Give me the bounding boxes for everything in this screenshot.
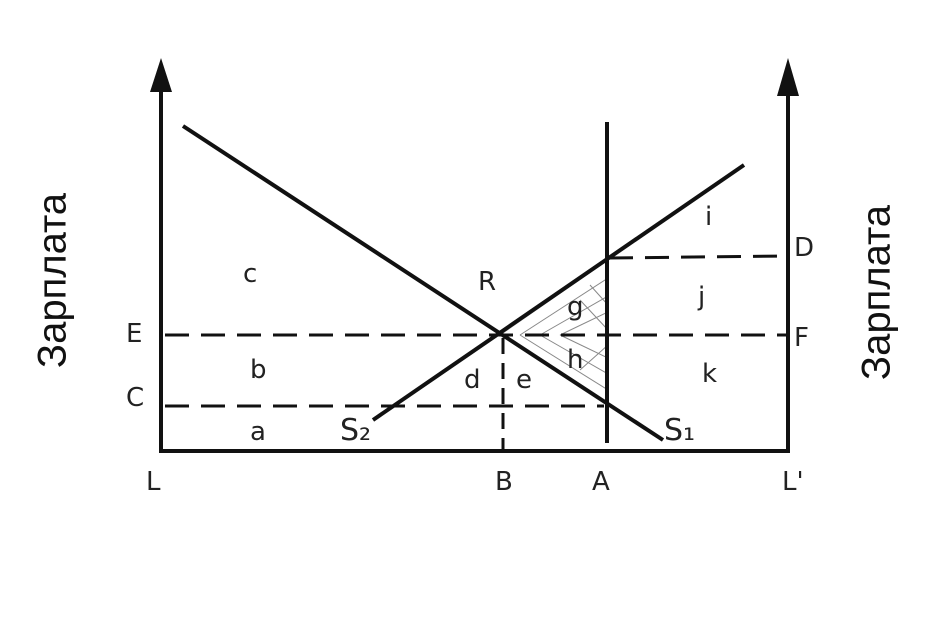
curve-s1 xyxy=(181,124,665,442)
label-wage-c: C xyxy=(126,383,144,413)
label-curve-s1: S₁ xyxy=(664,413,695,448)
label-curve-s2: S₂ xyxy=(340,413,371,448)
area-label-g: g xyxy=(567,292,584,322)
label-point-a: A xyxy=(592,467,610,497)
area-label-c: c xyxy=(243,259,257,289)
label-wage-f: F xyxy=(794,323,809,353)
label-wage-d: D xyxy=(794,233,814,263)
area-label-i: i xyxy=(705,202,712,232)
area-label-e: e xyxy=(516,365,532,395)
curve-s2 xyxy=(371,163,746,422)
area-label-k: k xyxy=(702,359,717,389)
area-label-j: j xyxy=(697,282,705,312)
label-origin-right: L' xyxy=(782,467,804,497)
area-label-a: a xyxy=(250,417,266,447)
area-label-d: d xyxy=(464,365,481,395)
label-intersection-r: R xyxy=(478,267,496,297)
dashed-line-d xyxy=(608,254,787,260)
label-origin-left: L xyxy=(146,467,161,497)
left-axis-arrow xyxy=(150,58,172,92)
area-label-b: b xyxy=(250,355,267,385)
label-point-b: B xyxy=(495,467,513,497)
right-axis-arrow xyxy=(777,58,799,96)
label-wage-e: E xyxy=(126,319,142,349)
area-label-h: h xyxy=(567,345,583,375)
